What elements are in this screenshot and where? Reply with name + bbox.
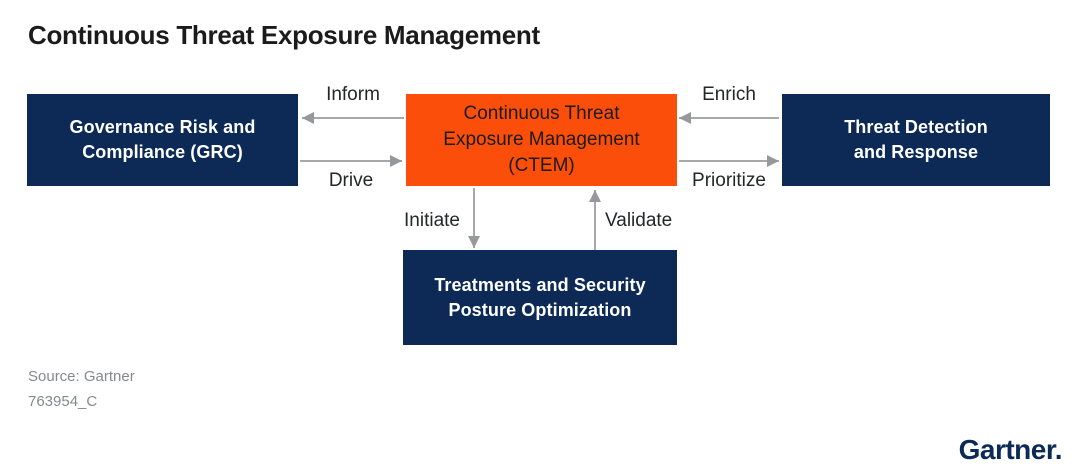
grc-box-label-line: Compliance (GRC) xyxy=(82,142,243,162)
drive-label: Drive xyxy=(328,170,374,191)
arrowhead-right-icon xyxy=(390,155,402,167)
ctem-box-label-line: (CTEM) xyxy=(508,155,575,176)
arrowhead-up-icon xyxy=(589,190,601,202)
page-title: Continuous Threat Exposure Management xyxy=(28,20,540,50)
tspo-box-label-line: Posture Optimization xyxy=(448,299,632,320)
arrowhead-down-icon xyxy=(468,236,480,248)
prioritize-label: Prioritize xyxy=(692,170,766,191)
arrowhead-left-icon xyxy=(302,112,314,124)
prioritize-arrow xyxy=(679,155,779,167)
arrow-shaft xyxy=(679,117,779,119)
tdr-box: Threat Detection and Response xyxy=(782,94,1050,186)
ctem-box-label-line: Continuous Threat xyxy=(463,103,620,124)
tspo-box-label-line: Treatments and Security xyxy=(434,274,646,295)
initiate-arrow xyxy=(468,188,480,248)
drive-arrow xyxy=(300,155,402,167)
arrowhead-left-icon xyxy=(679,112,691,124)
inform-arrow xyxy=(302,112,404,124)
tspo-box: Treatments and Security Posture Optimiza… xyxy=(403,250,677,345)
validate-arrow xyxy=(589,190,601,250)
arrow-shaft xyxy=(302,117,404,119)
initiate-label: Initiate xyxy=(404,210,460,231)
doc-id-text: 763954_C xyxy=(28,393,98,410)
arrow-shaft xyxy=(594,190,596,250)
arrow-shaft xyxy=(300,160,402,162)
enrich-arrow xyxy=(679,112,779,124)
arrow-shaft xyxy=(679,160,779,162)
ctem-box: Continuous Threat Exposure Management (C… xyxy=(406,94,677,186)
grc-box-label-line: Governance Risk and xyxy=(69,117,256,137)
ctem-box-label-line: Exposure Management xyxy=(443,129,640,150)
tdr-box-label-line: and Response xyxy=(853,142,979,162)
source-text: Source: Gartner xyxy=(28,368,135,385)
gartner-logo: Gartner. xyxy=(958,434,1063,465)
arrow-shaft xyxy=(473,188,475,248)
grc-box: Governance Risk and Compliance (GRC) xyxy=(27,94,298,186)
arrowhead-right-icon xyxy=(767,155,779,167)
tdr-box-label-line: Threat Detection xyxy=(844,117,988,137)
inform-label: Inform xyxy=(326,84,380,105)
validate-label: Validate xyxy=(605,210,673,231)
enrich-label: Enrich xyxy=(702,84,756,105)
